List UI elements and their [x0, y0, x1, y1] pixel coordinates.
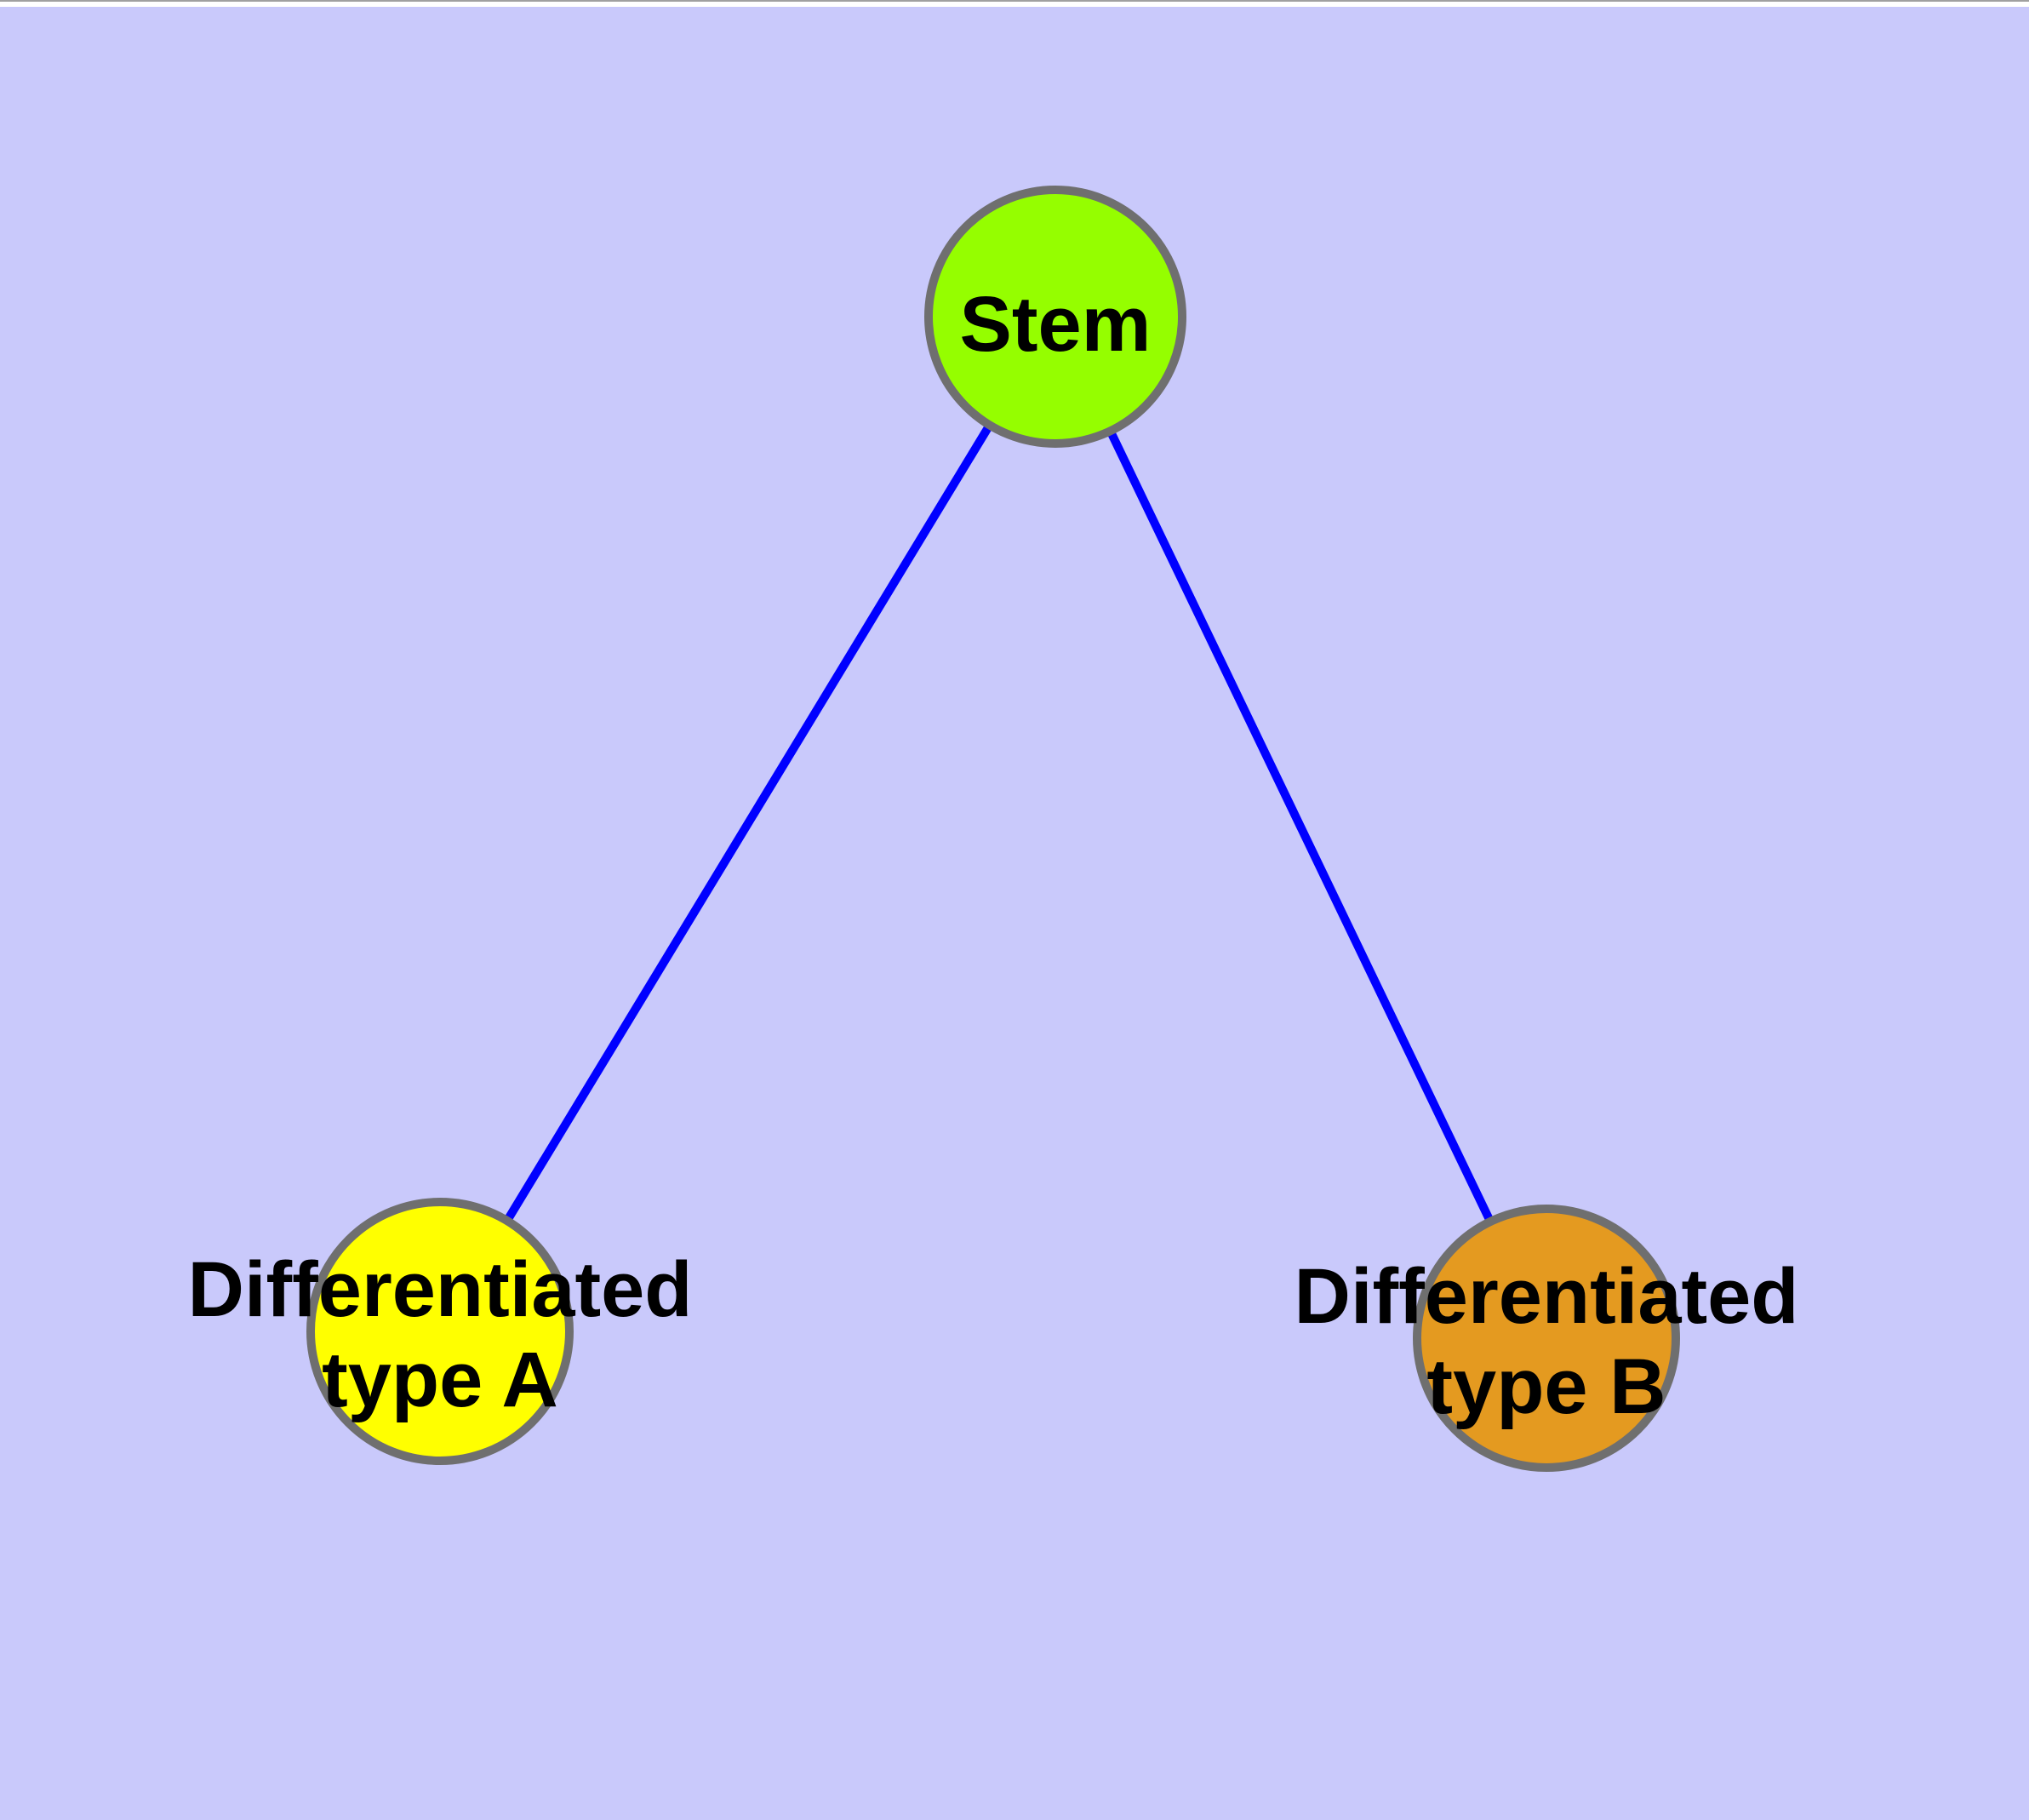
- node-stem: [924, 186, 1186, 448]
- node-type-a-label-line2: type A: [322, 1336, 558, 1423]
- edge-stem-to-type-a: [436, 314, 1060, 1334]
- node-differentiated-type-a: [306, 1198, 574, 1465]
- node-type-b-label-line2: type B: [1426, 1343, 1666, 1430]
- node-stem-label: Stem: [960, 281, 1152, 368]
- node-type-a-label-line1: Differentiated: [188, 1246, 693, 1333]
- node-differentiated-type-b: [1413, 1205, 1680, 1472]
- top-strip-border: [0, 0, 2029, 2]
- node-type-b-label-line1: Differentiated: [1295, 1253, 1799, 1340]
- edge-stem-to-type-b: [1051, 314, 1551, 1341]
- top-strip: [0, 2, 2029, 7]
